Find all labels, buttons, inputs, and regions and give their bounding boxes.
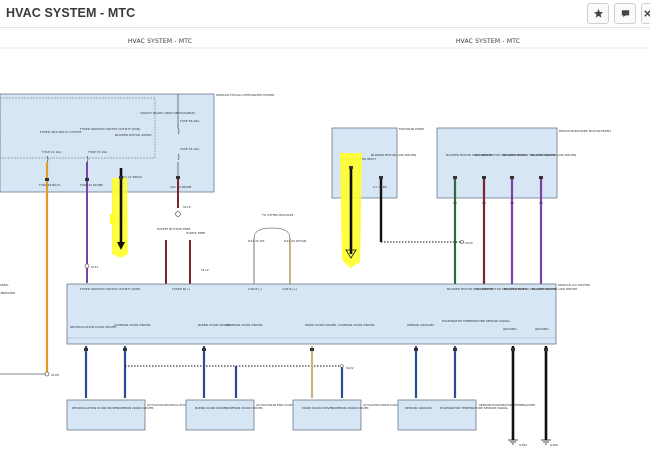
hvac-top-pin-6: BLOWER MOTOR MEDIUM DRIVER	[476, 287, 527, 291]
hvac-bottom-pin-5: MODE DOOR DRIVER	[305, 323, 337, 327]
hvac-bottom-pin-8: EVAPORATOR TEMPERATURE SENSOR SIGNAL	[442, 319, 511, 323]
tipm-pin-3-label: BLOWER MOTOR SUPPLY	[115, 133, 152, 137]
resistor-pin-4: BLOWER MOTOR LOW DRIVER	[531, 153, 576, 157]
tipm-fuse-4: FUSE 88 20A	[180, 119, 200, 123]
hvac-top-pin-7: BLOWER MOTOR MID-LOW DRIVER	[504, 287, 556, 291]
annotation-to-other-modules: TO OTHER MODULES	[261, 213, 294, 217]
diagram-header-left: HVAC SYSTEM - MTC	[128, 38, 192, 45]
ground-label-1: G300	[519, 443, 527, 447]
hvac-top-pin-8: BLOWER MOTOR LOW DRIVER	[532, 287, 577, 291]
resistor-pin-3: BLOWER MOTOR MID-LOW DRIVER	[503, 153, 555, 157]
module-tipm: MODULE-TOTALLY INTEGRATED POWER CIRCUIT …	[0, 93, 274, 193]
tipm-label: MODULE-TOTALLY INTEGRATED POWER	[216, 93, 274, 97]
motor-blower-label: MOTOR-BLOWER	[399, 127, 424, 131]
tipm-fuse-5: FUSE 35 10A	[180, 147, 200, 151]
favorite-button[interactable]	[587, 3, 609, 24]
sensor-evaporator-temperature: SENSOR GROUND EVAPORATOR TEMPERATURE SEN…	[397, 399, 535, 431]
wire-label-2: F920 20 RD/BR	[80, 183, 103, 187]
connector-label-c3: C3	[510, 201, 514, 205]
splice-label-1: S110	[183, 205, 191, 209]
wire-label-5: C1 12 BK	[373, 185, 388, 189]
box2-name: ACTUATOR-BLEND DOOR-LEFT	[256, 403, 302, 407]
star-icon	[593, 8, 603, 18]
module-hvac: MODULE-A/C HEATER	[66, 283, 590, 345]
box3-name: ACTUATOR-MODE DOOR-FRONT	[363, 403, 411, 407]
hvac-top-pin-4: CAN B (+)	[282, 287, 297, 291]
box4-name: SENSOR-EVAPORATOR TEMPERATURE	[479, 403, 535, 407]
top-toolbar: HVAC SYSTEM - MTC	[0, 0, 650, 28]
annotation-hands-free: HANDS FREE	[186, 231, 205, 235]
box2-pin2: COMMON DOOR DRIVER	[226, 406, 263, 410]
module-resistor-blower: RESISTOR-BLOWER MOTOR-FRONT BLOWER MOTOR…	[436, 127, 611, 199]
wires-upper	[45, 162, 543, 374]
page-title: HVAC SYSTEM - MTC	[6, 6, 136, 20]
hvac-bottom-pin-1: RECIRCULATION DOOR DRIVER	[70, 325, 116, 329]
hvac-bottom-pin-10: GROUND	[535, 327, 549, 331]
wiring-diagram: HVAC SYSTEM - MTC HVAC SYSTEM - MTC SENS…	[0, 38, 650, 447]
tipm-pin-2-label: FUSED IGNITION SWITCH OUTPUT (RUN)	[80, 127, 140, 131]
diagram-canvas: HVAC SYSTEM - MTC HVAC SYSTEM - MTC SENS…	[0, 28, 650, 452]
connector-label-c1: C1	[453, 201, 457, 205]
wire-label-d47: D47 20 WT/GN	[284, 239, 306, 243]
box1-pin2: COMMON DOOR DRIVER	[117, 406, 154, 410]
actuator-blend-door-left: BLEND DOOR DRIVER COMMON DOOR DRIVER ACT…	[185, 399, 302, 431]
hvac-top-pin-3: CAN B (-)	[248, 287, 262, 291]
box1-name: ACTUATOR-RECIRCULATION DOOR	[147, 403, 198, 407]
left-edge-label-2: -BREAKER	[0, 291, 15, 295]
connector-markers	[45, 166, 548, 351]
resistor-pin-2: BLOWER MOTOR MEDIUM DRIVER	[475, 153, 526, 157]
hvac-bottom-pin-7: SENSOR GROUND	[407, 323, 435, 327]
actuator-recirculation-door: RECIRCULATION DOOR DRIVER COMMON DOOR DR…	[66, 399, 198, 431]
close-icon	[644, 10, 650, 17]
splice-label-3: S112	[201, 268, 209, 272]
tipm-fuse-2: FUSE 35 10A	[88, 150, 108, 154]
hvac-bottom-pin-4: COMMON DOOR DRIVER	[226, 323, 263, 327]
wire-label-4: A41 20 RD/DB	[170, 185, 191, 189]
tipm-inner-label: CIRCUIT BOARD (NON-SERVICEABLE)	[140, 111, 195, 115]
left-edge-label-1: SENS-	[0, 283, 9, 287]
resistor-blower-label: RESISTOR-BLOWER MOTOR-FRONT	[559, 129, 611, 133]
motor-pin-2: BLOWER MOTOR LOW DRIVER	[371, 153, 416, 157]
comments-button[interactable]	[614, 3, 636, 24]
box1-pin1: RECIRCULATION DOOR DRIVER	[72, 406, 118, 410]
splice-points	[44, 211, 464, 377]
box3-pin1: MODE DOOR DRIVER	[302, 406, 334, 410]
diagram-header-right: HVAC SYSTEM - MTC	[456, 38, 520, 45]
box4-pin1: SENSOR GROUND	[405, 406, 433, 410]
wire-label-1: F340 18 BK/YL	[39, 183, 61, 187]
ground-label-2: G300	[550, 443, 558, 447]
wires-lower	[0, 346, 551, 445]
hvac-top-pin-5: BLOWER MOTOR HIGH DRIVER	[447, 287, 493, 291]
hvac-module-label: MODULE-A/C HEATER	[558, 283, 590, 287]
tipm-fuse-1: FUSE 12 10A	[42, 150, 62, 154]
close-button[interactable]	[641, 3, 650, 24]
box2-pin1: BLEND DOOR DRIVER	[195, 406, 228, 410]
wire-label-d24: D24 20 WT	[248, 239, 265, 243]
splice-label-4: S220	[465, 241, 473, 245]
chat-icon	[621, 10, 629, 18]
hvac-bottom-pin-6: COMMON DOOR DRIVER	[338, 323, 375, 327]
hvac-bottom-pin-2: COMMON DOOR DRIVER	[114, 323, 151, 327]
wire-label-3: C1 12 RD/GY	[123, 175, 142, 179]
splice-dot-lower	[340, 364, 344, 368]
resistor-pin-1: BLOWER MOTOR HIGH DRIVER	[446, 153, 492, 157]
hvac-bottom-pin-9: GROUND	[503, 327, 517, 331]
annotation-except-buttons: EXCEPT BUTTON FREE	[157, 227, 190, 231]
hvac-top-pin-1: FUSED IGNITION SWITCH OUTPUT (RUN)	[80, 287, 140, 291]
hvac-bottom-pin-3: BLEND DOOR DRIVER	[198, 323, 231, 327]
box3-pin2: COMMON DOOR DRIVER	[332, 406, 369, 410]
connector-label-c2: C2	[482, 201, 486, 205]
tipm-pin-1-label: FUSED ANTI-RELAY OUTPUT	[40, 130, 82, 134]
splice-label-6: S108	[51, 373, 59, 377]
box4-pin2: EVAPORATOR TEMPERATURE SENSOR SIGNAL	[440, 406, 509, 410]
splice-label-2: S111	[91, 265, 99, 269]
actuator-mode-door-front: MODE DOOR DRIVER COMMON DOOR DRIVER ACTU…	[292, 399, 411, 431]
splice-label-5: S222	[346, 366, 354, 370]
hvac-top-pin-2: FUSED B(+)	[172, 287, 190, 291]
connector-label-c4: C4	[539, 201, 543, 205]
